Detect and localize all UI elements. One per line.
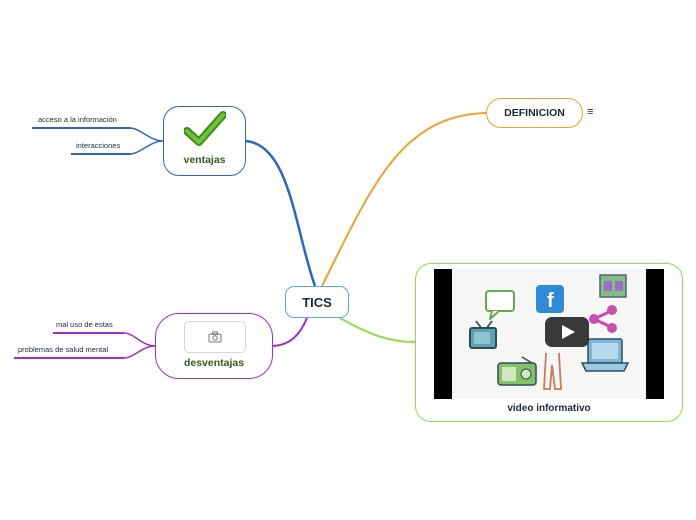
menu-icon[interactable]: ≡ — [587, 106, 594, 118]
link-mal-uso — [123, 332, 156, 347]
camera-icon — [208, 331, 222, 343]
leaf-interacciones[interactable]: interacciones — [76, 141, 121, 150]
share-icon — [589, 305, 617, 333]
link-definicion — [321, 112, 487, 287]
video-illustration: f — [469, 274, 630, 390]
leaf-mal-uso[interactable]: mal uso de estas — [56, 320, 113, 329]
video-thumbnail[interactable]: f — [434, 269, 664, 399]
play-button[interactable] — [545, 317, 589, 347]
facebook-icon: f — [536, 285, 564, 313]
definicion-node[interactable]: DEFINICION — [486, 98, 583, 128]
central-topic-label: TICS — [302, 294, 332, 310]
leaf-acceso-informacion[interactable]: acceso a la información — [38, 115, 117, 124]
video-label: video informativo — [507, 403, 591, 414]
speech-bubble-icon — [485, 290, 515, 320]
leaf-problemas-salud[interactable]: problemas de salud mental — [18, 345, 109, 354]
link-desventajas — [272, 317, 308, 347]
play-icon — [562, 325, 575, 339]
photos-icon — [599, 274, 627, 298]
ventajas-label: ventajas — [183, 154, 226, 166]
video-node[interactable]: f — [415, 263, 683, 422]
desventajas-label: desventajas — [183, 357, 245, 369]
definicion-label: DEFINICION — [504, 107, 565, 119]
laptop-icon — [580, 338, 630, 372]
image-placeholder[interactable] — [184, 321, 246, 353]
link-ventajas — [245, 139, 317, 287]
ventajas-node[interactable]: ventajas — [163, 106, 246, 176]
video-screen: f — [452, 269, 646, 399]
link-interacciones — [129, 140, 164, 155]
central-topic-node[interactable]: TICS — [285, 286, 349, 318]
link-video — [339, 317, 416, 343]
radio-icon — [497, 356, 537, 386]
svg-text:f: f — [547, 290, 554, 312]
desventajas-node[interactable]: desventajas — [155, 313, 273, 379]
checkmark-icon — [184, 111, 226, 146]
link-acceso — [129, 127, 164, 142]
link-problemas — [123, 345, 156, 359]
tv-icon — [469, 320, 497, 349]
person-figure — [543, 352, 562, 390]
